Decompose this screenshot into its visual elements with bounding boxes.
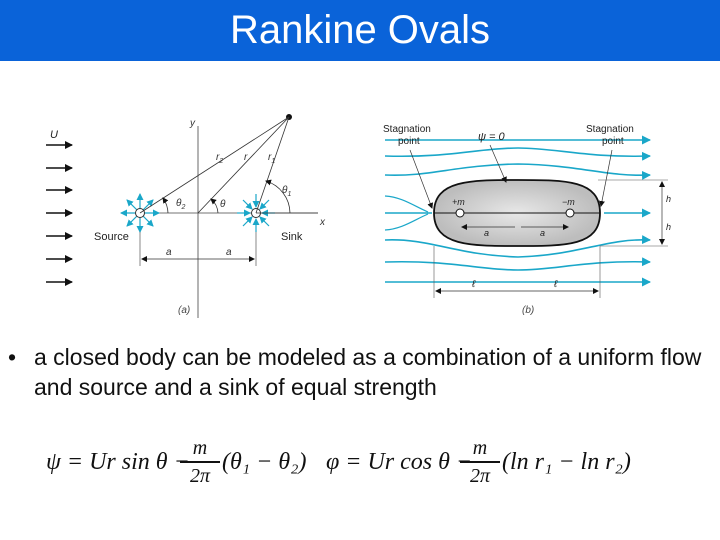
- stagnation-right-line2: point: [602, 136, 624, 147]
- stagnation-left-line1: Stagnation: [383, 124, 431, 135]
- figure-a-caption: (a): [178, 305, 190, 316]
- stagnation-left-line2: point: [398, 136, 420, 147]
- label-theta: θ: [220, 199, 226, 210]
- label-h-bottom: h: [666, 222, 671, 232]
- label-l-left: ℓ: [471, 279, 476, 290]
- phi-rhs: (ln r₁ − ln r₂): [502, 449, 631, 475]
- sink-minus-m: [565, 208, 575, 218]
- label-y: y: [189, 118, 196, 129]
- r2-line: [139, 116, 290, 214]
- label-minus-m: −m: [562, 197, 575, 207]
- phi-numerator: m: [472, 437, 488, 459]
- label-b-a-right: a: [540, 228, 545, 238]
- phi-lhs: φ = Ur cos θ −: [326, 449, 473, 475]
- label-b-a-left: a: [484, 228, 489, 238]
- r1-line: [255, 116, 290, 214]
- r-line: [197, 116, 290, 214]
- theta2-arc: [162, 197, 169, 214]
- bullet-text: a closed body can be modeled as a combin…: [34, 344, 702, 400]
- label-sink: Sink: [281, 231, 303, 243]
- psi-denominator: 2π: [189, 464, 211, 487]
- label-theta2: θ2: [176, 198, 185, 211]
- figure-b-caption: (b): [522, 305, 534, 316]
- label-theta1: θ1: [282, 185, 291, 198]
- label-x: x: [319, 217, 326, 228]
- label-plus-m: +m: [452, 197, 465, 207]
- label-l-right: ℓ: [553, 279, 558, 290]
- streamlines: [384, 135, 651, 287]
- psi-lhs: ψ = Ur sin θ −: [46, 449, 190, 475]
- label-U: U: [50, 129, 58, 141]
- equation-phi: φ = Ur cos θ − m 2π (ln r₁ − ln r₂): [326, 436, 631, 492]
- source-icon: [120, 193, 160, 233]
- label-psi-zero: ψ = 0: [478, 131, 506, 143]
- uniform-flow-arrows: [46, 141, 73, 286]
- stagnation-right-line1: Stagnation: [586, 124, 634, 135]
- psi-numerator: m: [192, 437, 208, 459]
- label-a-left: a: [166, 247, 172, 258]
- page-title: Rankine Ovals: [229, 8, 491, 52]
- label-h-top: h: [666, 194, 671, 204]
- theta-arc: [210, 198, 219, 214]
- label-a-right: a: [226, 247, 232, 258]
- phi-denominator: 2π: [469, 464, 491, 487]
- psi-rhs: (θ₁ − θ₂): [222, 449, 307, 475]
- bullet-item: • a closed body can be modeled as a comb…: [8, 342, 713, 402]
- label-source: Source: [94, 231, 129, 243]
- source-plus-m: [455, 208, 465, 218]
- title-bar: Rankine Ovals: [0, 0, 720, 61]
- figure-a: U y x: [46, 114, 326, 318]
- label-r1: r1: [268, 152, 275, 165]
- label-r: r: [244, 152, 248, 163]
- psi-fraction: m 2π: [180, 436, 220, 488]
- label-r2: r2: [216, 152, 223, 165]
- equation-psi: ψ = Ur sin θ − m 2π (θ₁ − θ₂): [46, 436, 306, 492]
- figure-b: +m −m a a Stagnation point Stagnation po…: [383, 124, 671, 316]
- theta1-arc: [265, 179, 291, 214]
- bullet-dot: •: [8, 344, 17, 370]
- bullet-list: • a closed body can be modeled as a comb…: [8, 342, 713, 402]
- phi-fraction: m 2π: [460, 436, 500, 488]
